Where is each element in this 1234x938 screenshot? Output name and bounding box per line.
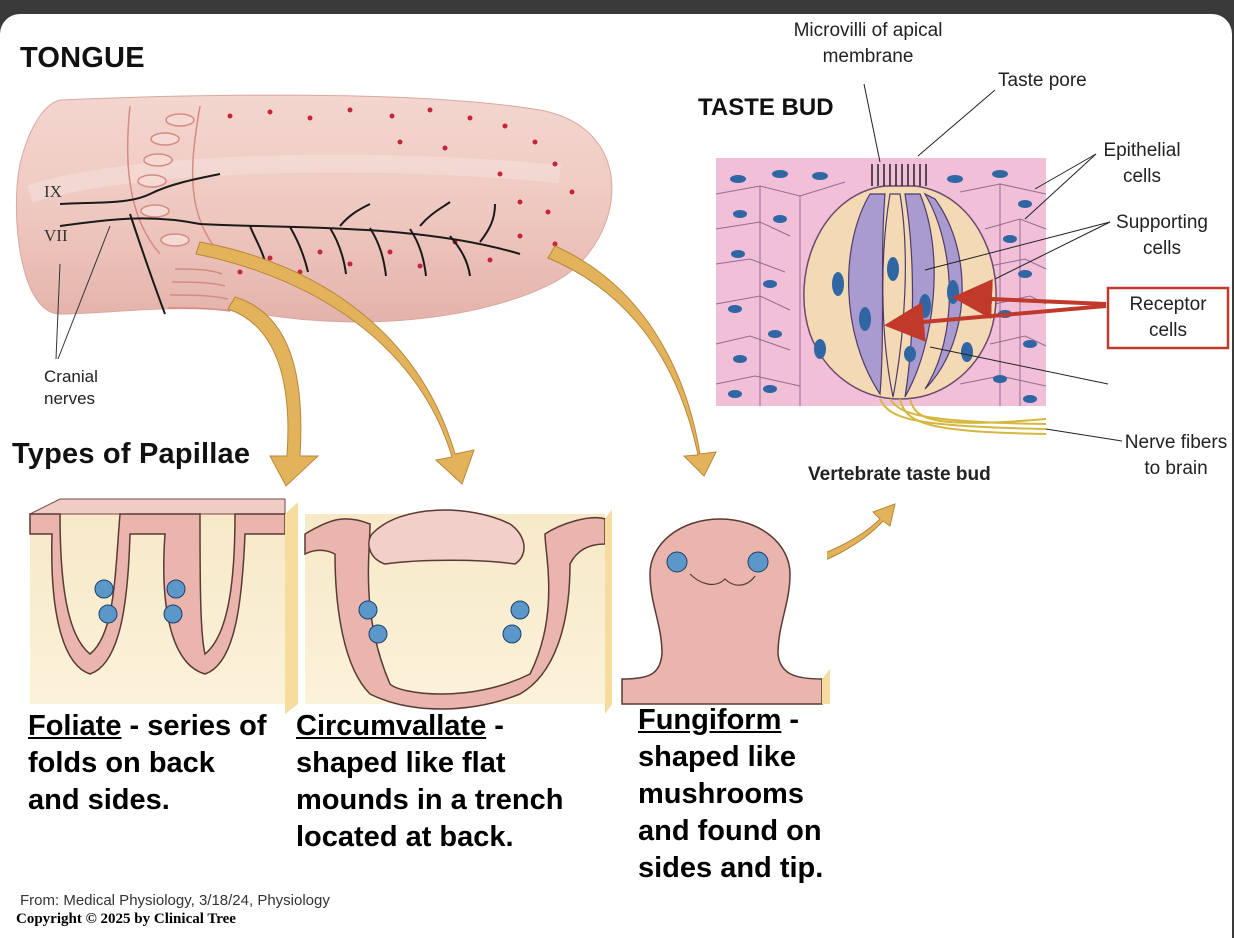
fungiform-papilla [622, 514, 830, 704]
label-taste-pore: Taste pore [998, 68, 1087, 94]
taste-bud-illustration [716, 84, 1122, 441]
slide: TONGUE TASTE BUD Types of Papillae IX VI… [0, 14, 1232, 938]
label-ix: IX [44, 182, 62, 202]
foliate-papilla [30, 499, 298, 714]
label-to-brain: to brain [1120, 456, 1232, 482]
copyright-note: Copyright © 2025 by Clinical Tree [16, 911, 236, 928]
source-note: From: Medical Physiology, 3/18/24, Physi… [20, 892, 330, 909]
caption-foliate-name: Foliate [28, 710, 121, 742]
caption-fungiform-name: Fungiform [638, 704, 781, 736]
figure-caption: Vertebrate taste bud [808, 464, 991, 486]
label-supporting-cells: cells [1112, 236, 1212, 262]
caption-fungiform: Fungiform - shaped like mushrooms and fo… [638, 702, 853, 887]
label-epithelial-cells: cells [1098, 164, 1186, 190]
label-microvilli: Microvilli of apical [788, 18, 948, 44]
circumvallate-papilla [305, 509, 612, 714]
label-membrane: membrane [788, 44, 948, 70]
label-nerves: nerves [44, 388, 95, 410]
label-receptor: Receptor [1112, 292, 1224, 318]
label-epithelial: Epithelial [1098, 138, 1186, 164]
tongue-heading: TONGUE [20, 42, 145, 75]
label-supporting: Supporting [1112, 210, 1212, 236]
papillae-heading: Types of Papillae [12, 438, 250, 471]
taste-bud-heading: TASTE BUD [698, 94, 834, 122]
label-vii: VII [44, 226, 68, 246]
caption-circumvallate: Circumvallate - shaped like flat mounds … [296, 708, 568, 856]
caption-foliate: Foliate - series of folds on back and si… [28, 708, 268, 819]
caption-circumvallate-name: Circumvallate [296, 710, 486, 742]
label-nerve-fibers: Nerve fibers [1120, 430, 1232, 456]
label-receptor-cells: cells [1112, 318, 1224, 344]
tongue-illustration [16, 95, 611, 359]
label-cranial: Cranial [44, 366, 98, 388]
